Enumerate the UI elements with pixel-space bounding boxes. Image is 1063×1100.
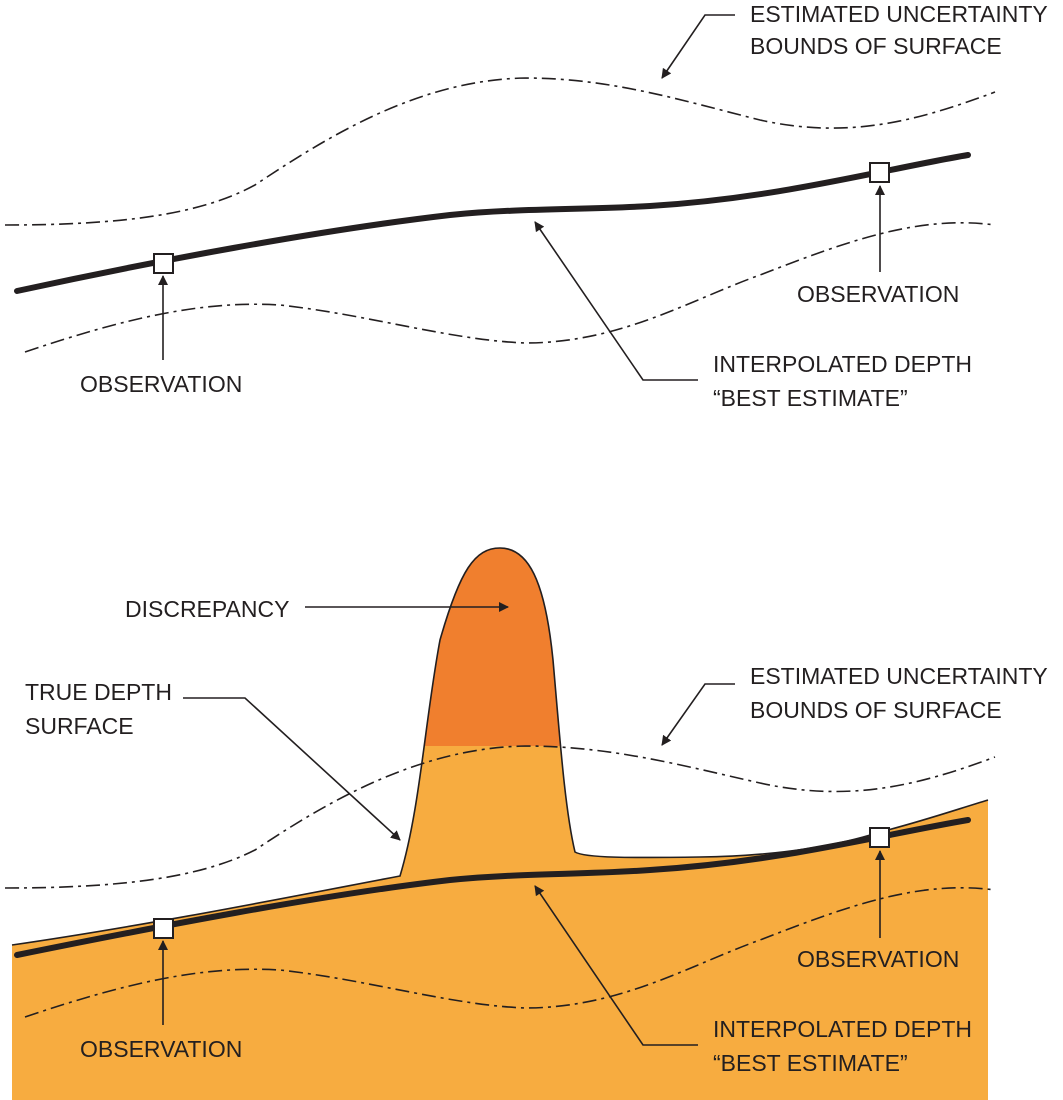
observation-marker-right <box>869 162 890 183</box>
observation-left-label-bottom: OBSERVATION <box>80 1036 242 1062</box>
upper-uncertainty-bound <box>4 77 996 226</box>
true-depth-leader <box>183 697 401 841</box>
observation-marker-left <box>153 253 174 274</box>
interpolated-depth-surface-bottom <box>14 817 971 958</box>
discrepancy-region <box>424 548 561 746</box>
interpolated-depth-surface <box>14 152 971 294</box>
top-panel: ESTIMATED UNCERTAINTY BOUNDS OF SURFACE … <box>4 1 1054 411</box>
observation-marker-left-bottom <box>153 918 174 939</box>
true-depth-label: TRUE DEPTH SURFACE <box>25 679 178 739</box>
interpolated-leader <box>534 221 698 381</box>
lower-uncertainty-bound-bottom <box>24 887 996 1018</box>
lower-uncertainty-bound <box>24 222 996 353</box>
upper-uncertainty-bound-bottom <box>4 745 996 889</box>
true-depth-terrain <box>12 548 988 1100</box>
interpolated-label: INTERPOLATED DEPTH “BEST ESTIMATE” <box>713 351 978 411</box>
observation-left-label: OBSERVATION <box>80 371 242 397</box>
bottom-panel: DISCREPANCY TRUE DEPTH SURFACE ESTIMATED… <box>4 547 1054 1100</box>
observation-right-label: OBSERVATION <box>797 281 959 307</box>
observation-marker-right-bottom <box>869 827 890 848</box>
discrepancy-label: DISCREPANCY <box>125 596 289 622</box>
uncertainty-leader-bottom <box>661 683 735 746</box>
uncertainty-leader <box>661 14 735 79</box>
uncertainty-label-bottom: ESTIMATED UNCERTAINTY BOUNDS OF SURFACE <box>750 663 1054 723</box>
uncertainty-label: ESTIMATED UNCERTAINTY BOUNDS OF SURFACE <box>750 1 1054 59</box>
interpolated-label-bottom: INTERPOLATED DEPTH “BEST ESTIMATE” <box>713 1016 978 1076</box>
interpolated-leader-bottom <box>534 885 698 1046</box>
observation-right-label-bottom: OBSERVATION <box>797 946 959 972</box>
